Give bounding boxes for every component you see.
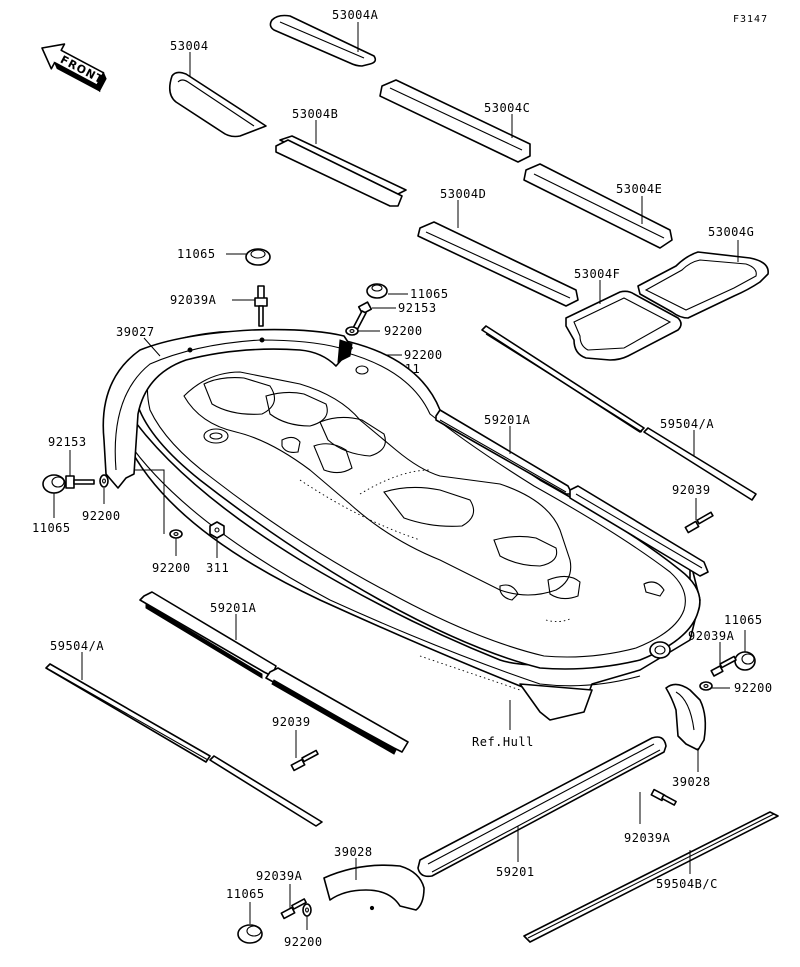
cap-11065-bottom-left xyxy=(237,924,263,944)
label-39027: 39027 xyxy=(116,325,155,339)
label-53004G: 53004G xyxy=(708,225,754,239)
label-11065-bottom-left: 11065 xyxy=(226,887,265,901)
rail-59201A-lower xyxy=(139,591,409,755)
washer-92200-right xyxy=(699,681,713,691)
label-39028-bottom: 39028 xyxy=(334,845,373,859)
cap-11065-left xyxy=(42,474,66,494)
label-59504A-lower: 59504/A xyxy=(50,639,104,653)
label-53004B: 53004B xyxy=(292,107,338,121)
washer-92200-lower-left xyxy=(169,529,183,539)
cap-11065-mid xyxy=(366,283,388,299)
leader-39027 xyxy=(143,337,161,357)
label-59201A-upper: 59201A xyxy=(484,413,531,427)
front-arrow-icon: FRONT xyxy=(41,43,107,93)
label-59504A-upper: 59504/A xyxy=(660,417,714,431)
label-39028-right: 39028 xyxy=(672,775,711,789)
mat-53004D xyxy=(417,221,579,307)
label-92039A-top: 92039A xyxy=(170,293,217,307)
label-92200-lower-left: 92200 xyxy=(152,561,191,575)
label-92039-upper: 92039 xyxy=(672,483,711,497)
label-53004E: 53004E xyxy=(616,182,662,196)
mat-53004F xyxy=(565,290,682,361)
rail-59201 xyxy=(417,736,667,878)
label-92200-mid-a: 92200 xyxy=(384,324,423,338)
mat-53004C xyxy=(379,79,531,163)
label-ref-hull: Ref.Hull xyxy=(472,735,534,749)
label-92039A-bottom-right: 92039A xyxy=(624,831,671,845)
bumper-39027 xyxy=(102,328,353,489)
mat-53004B xyxy=(275,135,407,207)
label-92039-lower: 92039 xyxy=(272,715,311,729)
rivet-92039A-bottom-right xyxy=(650,788,677,806)
label-53004A: 53004A xyxy=(332,8,379,22)
label-53004C: 53004C xyxy=(484,101,530,115)
label-92153-mid: 92153 xyxy=(398,301,437,315)
hull xyxy=(117,330,701,721)
nut-311-lower-left xyxy=(209,521,225,539)
label-311-lower-left: 311 xyxy=(206,561,229,575)
screw-92153-left xyxy=(65,475,95,489)
label-92039A-bottom-left: 92039A xyxy=(256,869,303,883)
washer-92200-bottom-left xyxy=(302,903,312,917)
label-11065-right: 11065 xyxy=(724,613,763,627)
label-11065-mid: 11065 xyxy=(410,287,449,301)
label-53004F: 53004F xyxy=(574,267,620,281)
mat-53004E xyxy=(523,163,673,249)
strip-59504BC xyxy=(523,811,779,943)
rivet-92039A-right xyxy=(710,655,737,677)
label-11065-left: 11065 xyxy=(32,521,71,535)
mat-53004 xyxy=(168,71,267,138)
bumper-39028-right xyxy=(665,683,707,751)
strip-59504A-lower xyxy=(45,663,323,827)
bumper-39028-bottom xyxy=(323,864,425,911)
label-92200-left: 92200 xyxy=(82,509,121,523)
rivet-92039A-top xyxy=(254,285,268,327)
label-11065-top: 11065 xyxy=(177,247,216,261)
label-92039A-right: 92039A xyxy=(688,629,735,643)
label-53004D: 53004D xyxy=(440,187,486,201)
label-59504BC: 59504B/C xyxy=(656,877,718,891)
mat-53004G xyxy=(637,251,769,319)
label-92200-bottom-left: 92200 xyxy=(284,935,323,949)
label-59201: 59201 xyxy=(496,865,535,879)
figure-code: F3147 xyxy=(733,14,768,25)
cap-11065-right xyxy=(734,651,756,671)
rail-59201A-upper xyxy=(435,409,709,577)
rivet-92039-upper xyxy=(684,511,714,534)
strip-59504A-upper xyxy=(481,325,757,501)
washer-92200-mid-a xyxy=(345,326,359,336)
label-92153-left: 92153 xyxy=(48,435,87,449)
mat-53004A xyxy=(269,14,377,67)
leader-bracket-left xyxy=(134,469,165,534)
label-53004: 53004 xyxy=(170,39,209,53)
label-59201A-lower: 59201A xyxy=(210,601,257,615)
label-92200-right: 92200 xyxy=(734,681,773,695)
cap-11065-top xyxy=(245,248,271,266)
rivet-92039-lower xyxy=(290,749,319,772)
washer-92200-left xyxy=(99,474,109,488)
label-92200-mid-b: 92200 xyxy=(404,348,443,362)
rivet-92039A-bottom-left xyxy=(280,898,307,920)
